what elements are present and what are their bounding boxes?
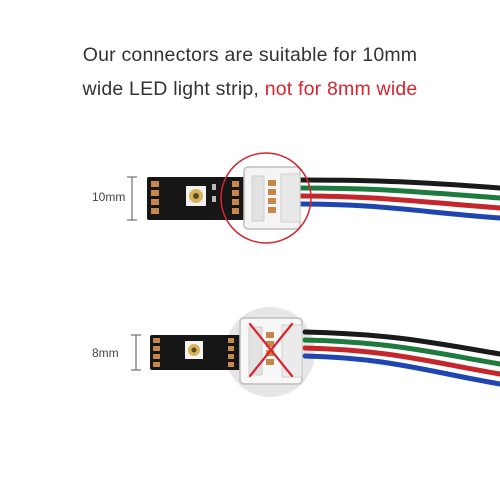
magnifier-circle-10mm	[220, 152, 312, 244]
connector-10mm	[243, 166, 301, 230]
headline-warning: not for 8mm wide	[264, 78, 418, 100]
incompatible-x-icon	[248, 322, 294, 378]
strip-10mm-illustration	[127, 152, 500, 244]
headline: Our connectors are suitable for 10mm wid…	[0, 38, 500, 106]
headline-line-2: wide LED light strip, not for 8mm wide	[0, 72, 500, 106]
width-bracket-8mm	[131, 334, 141, 371]
figure-10mm: 10mm	[0, 130, 500, 250]
wires-10mm	[297, 177, 500, 221]
figure-8mm: 8mm	[0, 290, 500, 410]
strip-8mm-illustration	[131, 307, 500, 397]
led-strip-10mm	[147, 177, 255, 220]
headline-line-2-lead: wide LED light strip,	[82, 78, 260, 100]
led-strip-8mm	[150, 335, 252, 370]
wires-8mm	[302, 329, 500, 387]
headline-line-1: Our connectors are suitable for 10mm	[82, 44, 418, 66]
size-label-10mm: 10mm	[92, 190, 126, 204]
size-label-8mm: 8mm	[92, 346, 119, 360]
width-bracket-10mm	[127, 176, 137, 221]
